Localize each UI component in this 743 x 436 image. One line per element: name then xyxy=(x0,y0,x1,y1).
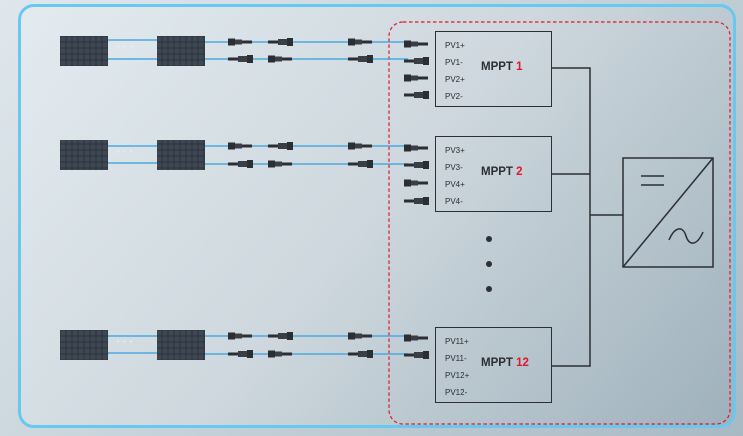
mc4-connector-icon xyxy=(268,160,292,168)
inverter-dc-ac-icon xyxy=(622,157,714,268)
mc4-connector-icon xyxy=(404,161,429,169)
mppt-block-1: PV1+ PV1- PV2+ PV2- MPPT 1 xyxy=(435,31,552,107)
mc4-connector-icon xyxy=(404,91,429,99)
mc4-connector-icon xyxy=(404,144,428,152)
more-mppt-ellipsis xyxy=(486,236,492,292)
mppt-title: MPPT 12 xyxy=(481,357,529,369)
pin-label: PV11+ xyxy=(445,337,469,346)
mc4-connector-icon xyxy=(348,38,372,46)
string-row-12 xyxy=(60,330,429,360)
mc4-connector-icon xyxy=(404,74,428,82)
solar-panel-icon xyxy=(60,330,108,360)
solar-panel-icon xyxy=(60,140,108,170)
mppt-block-2: PV3+ PV3- PV4+ PV4- MPPT 2 xyxy=(435,136,552,212)
pin-label: PV12+ xyxy=(445,371,470,380)
string-row-2 xyxy=(60,140,429,205)
pin-label: PV11- xyxy=(445,354,467,363)
panel-ellipsis: • • • xyxy=(117,44,134,51)
mc4-connector-icon xyxy=(404,40,428,48)
solar-panel-icon xyxy=(60,36,108,66)
pin-label: PV3- xyxy=(445,163,463,172)
mc4-connector-icon xyxy=(348,160,373,168)
mc4-connector-icon xyxy=(348,350,373,358)
pin-label: PV1- xyxy=(445,58,463,67)
mc4-connector-icon xyxy=(348,55,373,63)
mc4-connector-icon xyxy=(268,332,293,340)
mc4-connector-icon xyxy=(404,179,428,187)
mppt-title: MPPT 2 xyxy=(481,166,523,178)
pin-label: PV3+ xyxy=(445,146,465,155)
mppt-title: MPPT 1 xyxy=(481,61,523,73)
pin-label: PV4- xyxy=(445,197,463,206)
panel-ellipsis: • • • xyxy=(117,339,134,346)
mc4-connector-icon xyxy=(404,57,429,65)
mc4-connector-icon xyxy=(348,332,372,340)
mc4-connector-icon xyxy=(268,142,293,150)
pin-label: PV1+ xyxy=(445,41,465,50)
mppt-number: 12 xyxy=(516,357,529,369)
diagram-frame xyxy=(18,4,736,428)
solar-panel-icon xyxy=(157,36,205,66)
pin-label: PV2- xyxy=(445,92,463,101)
dc-bus-lines xyxy=(552,67,623,367)
mc4-connector-icon xyxy=(404,334,428,342)
mc4-connector-icon xyxy=(228,142,252,150)
mc4-connector-icon xyxy=(404,351,429,359)
string-row-1 xyxy=(60,36,429,99)
mc4-connector-icon xyxy=(268,38,293,46)
inverter-boundary xyxy=(388,21,731,425)
mppt-number: 2 xyxy=(516,166,523,178)
mppt-number: 1 xyxy=(516,61,523,73)
mc4-connector-icon xyxy=(228,332,252,340)
pin-label: PV12- xyxy=(445,388,468,397)
mppt-block-12: PV11+ PV11- PV12+ PV12- MPPT 12 xyxy=(435,327,552,403)
mc4-connector-icon xyxy=(268,55,292,63)
pin-label: PV4+ xyxy=(445,180,465,189)
mc4-connector-icon xyxy=(228,38,252,46)
pin-label: PV2+ xyxy=(445,75,465,84)
mc4-connector-icon xyxy=(228,55,253,63)
mc4-connector-icon xyxy=(228,160,253,168)
solar-panel-icon xyxy=(157,330,205,360)
mc4-connector-icon xyxy=(228,350,253,358)
mc4-connector-icon xyxy=(404,197,429,205)
mc4-connector-icon xyxy=(268,350,292,358)
mc4-connector-icon xyxy=(348,142,372,150)
panel-ellipsis: • • • xyxy=(117,149,134,156)
solar-panel-icon xyxy=(157,140,205,170)
